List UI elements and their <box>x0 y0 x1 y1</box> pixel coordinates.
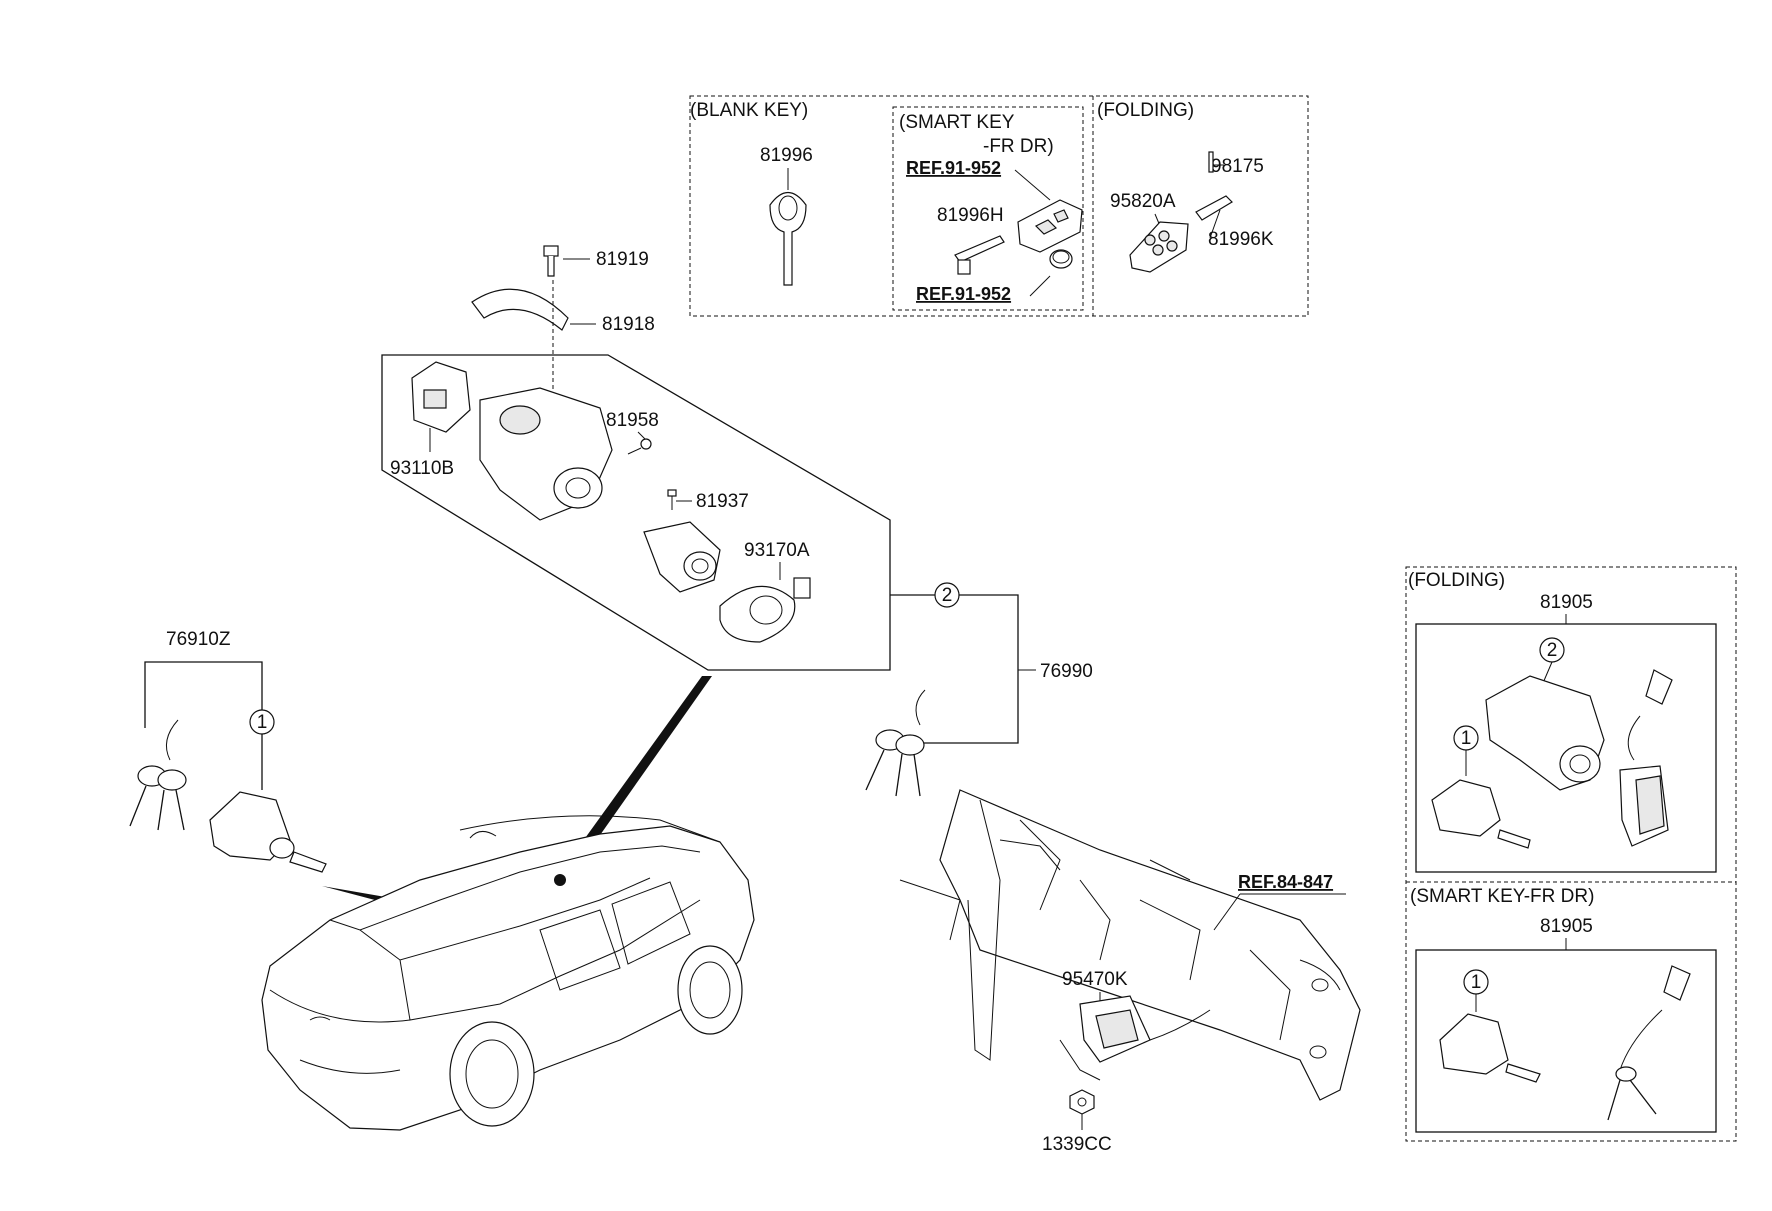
bracket-81918-icon <box>471 288 569 331</box>
lock-body-icon <box>479 387 613 521</box>
callout-2-folding-text: 2 <box>1547 640 1558 661</box>
folding-heading-side: (FOLDING) <box>1408 570 1505 591</box>
part-81996-label: 81996 <box>760 145 813 166</box>
part-93110B-label: 93110B <box>390 458 454 479</box>
smart-door-cylinder-icon <box>1439 1013 1541 1083</box>
ref-91-952-b: REF.91-952 <box>916 284 1011 304</box>
part-81996K-label: 81996K <box>1208 229 1274 250</box>
ref-91-952-a: REF.91-952 <box>906 158 1001 178</box>
screw-81958-icon <box>627 438 652 455</box>
part-95820A-label: 95820A <box>1110 191 1176 212</box>
part-93170A-label: 93170A <box>744 540 810 561</box>
callout-2-main <box>934 582 960 608</box>
folding-flip-key-icon <box>1619 669 1673 847</box>
part-81905-smart-label: 81905 <box>1540 916 1593 937</box>
part-98175-label: 98175 <box>1211 156 1264 177</box>
key-set-76910Z-icon <box>129 719 187 831</box>
callout-1-folding-text: 1 <box>1461 728 1472 749</box>
pin-81937-icon <box>667 489 677 510</box>
part-95470K-label: 95470K <box>1062 969 1128 990</box>
key-options-panel: (BLANK KEY) (SMART KEY -FR DR) (FOLDING)… <box>689 95 1309 317</box>
bolt-81919-icon <box>543 245 559 277</box>
folding-heading-top: (FOLDING) <box>1097 100 1194 121</box>
part-81958-label: 81958 <box>606 410 659 431</box>
coin-battery-icon <box>1049 249 1073 269</box>
key-cylinder-icon <box>643 521 721 593</box>
smart-key-heading: (SMART KEY <box>899 112 1015 133</box>
immobilizer-antenna-icon <box>719 577 811 643</box>
blank-key-heading: (BLANK KEY) <box>690 100 808 121</box>
assembly-outline <box>381 354 891 671</box>
part-76990-label: 76990 <box>1040 661 1093 682</box>
callout-1-door <box>249 709 275 735</box>
pin-icon <box>1208 151 1214 173</box>
part-81937-label: 81937 <box>696 491 749 512</box>
folding-remote-icon <box>1129 221 1189 273</box>
part-81919-label: 81919 <box>596 249 649 270</box>
module-93110B-icon <box>411 361 471 433</box>
side-options-panel: (FOLDING) 81905 2 1 (SMART KEY-FR DR) 81… <box>1405 566 1737 1142</box>
emergency-key-blade-icon <box>954 235 1005 275</box>
part-81905-folding-label: 81905 <box>1540 592 1593 613</box>
door-lock-group: 76910Z 1 <box>129 629 426 912</box>
blank-key-icon <box>769 191 807 286</box>
nut-1339CC-icon <box>1069 1089 1095 1115</box>
cowl-crossmember-icon <box>899 789 1361 1101</box>
callout-2-main-text: 2 <box>942 585 953 606</box>
part-1339CC-label: 1339CC <box>1042 1134 1112 1155</box>
part-81996H-label: 81996H <box>937 205 1004 226</box>
ignition-assembly: 81919 81918 93110B 81958 <box>381 245 1093 797</box>
smart-key-heading-side: (SMART KEY-FR DR) <box>1410 886 1594 907</box>
key-set-76990-icon <box>865 689 926 797</box>
folding-key-blade-icon <box>1195 195 1233 221</box>
callout-1-door-text: 1 <box>257 712 268 733</box>
folding-ignition-icon <box>1485 675 1605 791</box>
vehicle-outline-icon <box>261 815 755 1131</box>
door-lock-cylinder-icon <box>209 791 327 873</box>
part-76910Z-label: 76910Z <box>166 629 231 650</box>
smart-key-fob-icon <box>1017 199 1083 253</box>
part-81918-label: 81918 <box>602 314 655 335</box>
smart-key-heading-sub: -FR DR) <box>983 136 1054 157</box>
smart-key-unit-95470K-icon <box>1059 995 1211 1081</box>
smart-emergency-keys-icon <box>1607 965 1691 1121</box>
folding-door-cylinder-icon <box>1431 779 1531 849</box>
ref-84-847: REF.84-847 <box>1238 872 1333 892</box>
callout-1-smart-text: 1 <box>1471 972 1482 993</box>
